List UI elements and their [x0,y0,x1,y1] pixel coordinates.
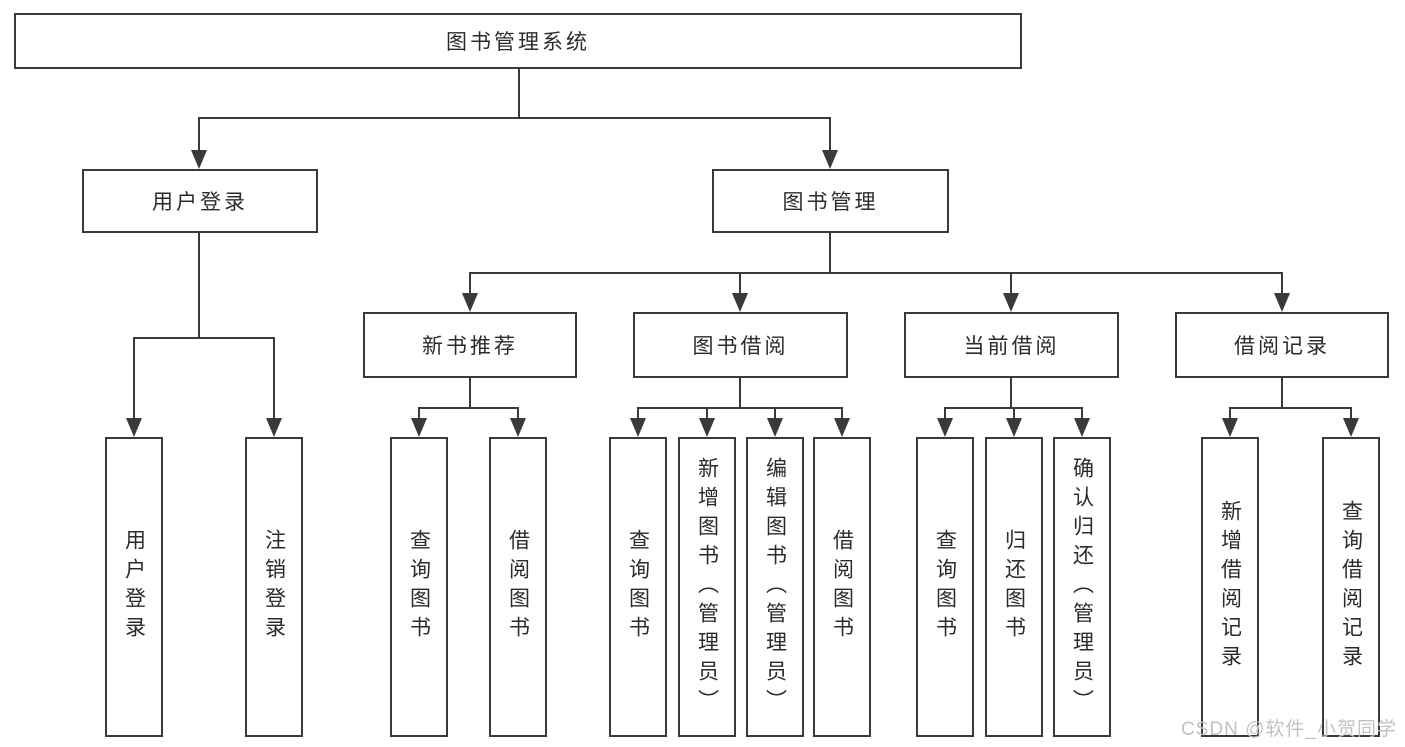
node-root: 图书管理系统 [14,13,1022,69]
node-book-management: 图书管理 [712,169,949,233]
leaf-query-borrow-record-label: 查询借阅记录 [1339,500,1363,674]
node-book-borrow: 图书借阅 [633,312,848,378]
arrow-down-icon [1222,418,1238,437]
arrow-down-icon [1074,418,1090,437]
connector-borrow-leaf3-shaft [774,407,776,421]
connector-current-vline [1010,378,1012,408]
arrow-down-icon [1343,418,1359,437]
csdn-watermark: CSDN @软件_小贺同学 [1181,719,1397,740]
arrow-down-icon [510,418,526,437]
connector-borrow-leaf2-shaft [706,407,708,421]
connector-login-leaf2-shaft [273,337,275,421]
leaf-borrow-book: 借阅图书 [813,437,871,737]
node-user-login-label: 用户登录 [152,191,248,214]
arrow-down-icon [834,418,850,437]
leaf-current-query-book: 查询图书 [916,437,974,737]
connector-records-leaf2-shaft [1350,407,1352,421]
connector-records-leaf1-shaft [1229,407,1231,421]
leaf-user-login: 用户登录 [105,437,163,737]
arrow-down-icon [937,418,953,437]
connector-mgmt-hline [469,272,1283,274]
leaf-borrow-book-label: 借阅图书 [830,529,854,645]
leaf-return-book: 归还图书 [985,437,1043,737]
leaf-add-borrow-record: 新增借阅记录 [1201,437,1259,737]
connector-recommend-hline [418,407,519,409]
leaf-edit-book-admin-label: 编辑图书（管理员） [763,456,787,718]
connector-borrow-leaf4-shaft [841,407,843,421]
arrow-down-icon [462,293,478,312]
connector-mgmt-current-shaft [1010,272,1012,296]
connector-borrow-vline [739,378,741,408]
leaf-add-borrow-record-label: 新增借阅记录 [1218,500,1242,674]
node-book-management-label: 图书管理 [782,191,879,214]
node-borrow-records-label: 借阅记录 [1234,335,1330,358]
node-new-book-recommend: 新书推荐 [363,312,577,378]
arrow-down-icon [126,418,142,437]
node-user-login: 用户登录 [82,169,318,233]
connector-current-leaf2-shaft [1013,407,1015,421]
leaf-add-book-admin: 新增图书（管理员） [678,437,736,737]
node-book-borrow-label: 图书借阅 [692,335,789,358]
leaf-confirm-return-admin-label: 确认归还（管理员） [1070,456,1094,718]
connector-records-hline [1229,407,1352,409]
connector-root-login-shaft [198,117,200,153]
node-borrow-records: 借阅记录 [1175,312,1389,378]
leaf-recommend-query-book-label: 查询图书 [407,529,431,645]
leaf-recommend-borrow-book: 借阅图书 [489,437,547,737]
node-current-borrow-label: 当前借阅 [963,335,1060,358]
arrow-down-icon [191,150,207,169]
leaf-edit-book-admin: 编辑图书（管理员） [746,437,804,737]
arrow-down-icon [630,418,646,437]
node-current-borrow: 当前借阅 [904,312,1119,378]
arrow-down-icon [1274,293,1290,312]
arrow-down-icon [732,293,748,312]
leaf-return-book-label: 归还图书 [1002,529,1026,645]
arrow-down-icon [822,150,838,169]
leaf-current-query-book-label: 查询图书 [933,529,957,645]
node-new-book-recommend-label: 新书推荐 [422,335,518,358]
arrow-down-icon [411,418,427,437]
connector-recommend-vline [469,378,471,408]
connector-current-leaf1-shaft [944,407,946,421]
connector-recommend-leaf1-shaft [418,407,420,421]
arrow-down-icon [1003,293,1019,312]
connector-root-mgmt-shaft [829,117,831,153]
arrow-down-icon [699,418,715,437]
leaf-recommend-borrow-book-label: 借阅图书 [506,529,530,645]
arrow-down-icon [1006,418,1022,437]
leaf-recommend-query-book: 查询图书 [390,437,448,737]
connector-mgmt-records-shaft [1281,272,1283,296]
node-root-label: 图书管理系统 [446,31,590,54]
connector-current-leaf3-shaft [1081,407,1083,421]
leaf-add-book-admin-label: 新增图书（管理员） [695,456,719,718]
connector-login-leaf1-shaft [133,337,135,421]
connector-root-vline [518,69,520,118]
connector-login-vline [198,233,200,338]
connector-records-vline [1281,378,1283,408]
leaf-logout-label: 注销登录 [262,529,286,645]
connector-mgmt-recommend-shaft [469,272,471,296]
connector-recommend-leaf2-shaft [517,407,519,421]
leaf-confirm-return-admin: 确认归还（管理员） [1053,437,1111,737]
leaf-logout: 注销登录 [245,437,303,737]
leaf-query-borrow-record: 查询借阅记录 [1322,437,1380,737]
leaf-user-login-label: 用户登录 [122,529,146,645]
connector-borrow-hline [637,407,843,409]
arrow-down-icon [767,418,783,437]
connector-root-hline [198,117,831,119]
leaf-borrow-query-book-label: 查询图书 [626,529,650,645]
leaf-borrow-query-book: 查询图书 [609,437,667,737]
connector-mgmt-borrow-shaft [739,272,741,296]
connector-mgmt-vline [829,233,831,274]
arrow-down-icon [266,418,282,437]
connector-borrow-leaf1-shaft [637,407,639,421]
connector-login-hline [133,337,275,339]
